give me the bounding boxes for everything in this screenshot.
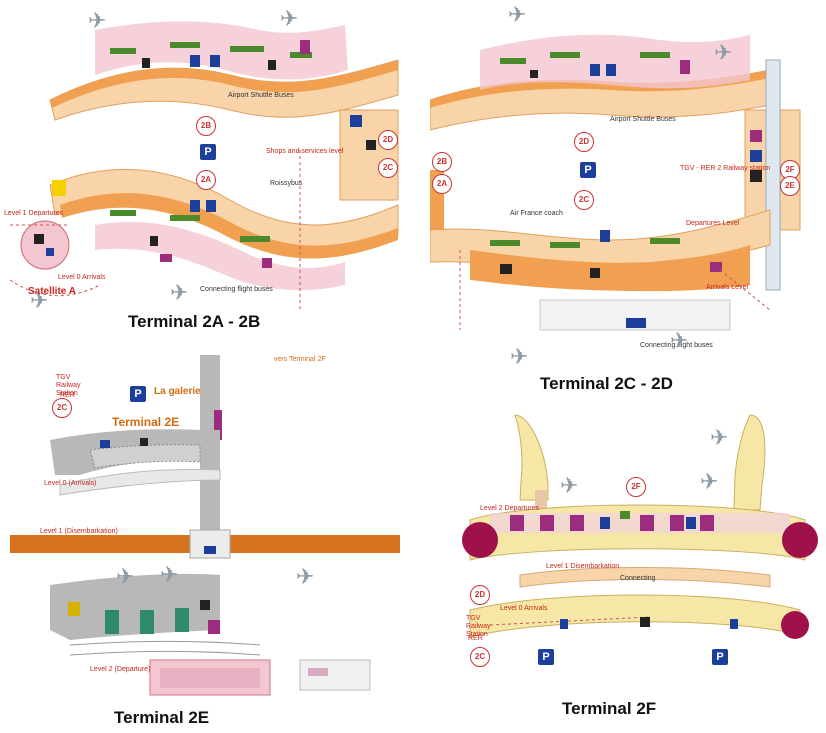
terminal-2f-map — [462, 414, 818, 639]
level2-departure-label: Level 2 (Departure) — [90, 666, 151, 673]
airplane-icon: ✈ — [510, 344, 529, 369]
airplane-icon: ✈ — [560, 473, 579, 498]
airplane-icon: ✈ — [116, 564, 135, 589]
level1-disembarkation-label: Level 1 Disembarkation — [546, 563, 620, 570]
terminal-2c-marker: 2C — [52, 398, 72, 418]
terminal-2a-2b-panel: 2B 2A 2C 2D P Level 1 Departures Level 0… — [0, 0, 400, 340]
af-coach-label: Air France coach — [510, 210, 563, 217]
terminal-2c-marker: 2C — [378, 158, 398, 178]
terminal-2a-marker: 2A — [196, 170, 216, 190]
terminal-2c-marker: 2C — [574, 190, 594, 210]
roissybus-label: Roissybus — [270, 180, 303, 187]
parking-sign: P — [580, 162, 596, 178]
level0-arrivals-label: Level 0 (Arrivals) — [44, 480, 97, 487]
terminal-2e-caption: Terminal 2E — [114, 708, 210, 727]
galerie-label: La galerie — [154, 386, 201, 397]
parking-sign: P — [130, 386, 146, 402]
tgv-station-label: TGV Railway Station — [466, 615, 491, 638]
vers-terminal-2f-label: vers Terminal 2F — [274, 356, 326, 363]
airplane-icon: ✈ — [160, 562, 179, 587]
connecting-buses-label: Connecting flight buses — [640, 342, 713, 349]
parking-sign: P — [200, 144, 216, 160]
terminal-2d-marker: 2D — [470, 585, 490, 605]
level1-departures-label: Level 1 Departures — [4, 210, 64, 217]
terminal-2a-2b-map — [9, 21, 399, 310]
terminal-2d-marker: 2D — [574, 132, 594, 152]
airplane-icon: ✈ — [88, 8, 107, 33]
airplane-icon: ✈ — [30, 288, 49, 313]
terminal-2c-marker: 2C — [470, 647, 490, 667]
terminal-2c-2d-caption: Terminal 2C - 2D — [540, 374, 673, 393]
satellite-a-label: Satellite A — [28, 286, 76, 297]
rer-label: RER — [60, 392, 75, 399]
terminal-2f-panel: 2F 2D 2C Level 2 Departures Level 1 Dise… — [450, 405, 826, 733]
level1-disembarkation-label: Level 1 (Disembarkation) — [40, 528, 118, 535]
terminal-2e-panel: TGV Railway Station RER 2C La galerie ve… — [0, 350, 400, 733]
terminal-2e-map — [10, 355, 400, 696]
airplane-icon: ✈ — [700, 469, 719, 494]
connecting-label: Connecting — [620, 575, 656, 582]
terminal-2c-2d-panel: 2D 2C 2B 2A 2F 2E P TGV - RER 2 Railway … — [430, 0, 826, 395]
connecting-buses-label: Connecting flight buses — [200, 286, 273, 293]
airplane-icon: ✈ — [508, 2, 527, 27]
airplane-icon: ✈ — [170, 280, 189, 305]
departures-level-label: Departures Level — [686, 220, 740, 227]
airplane-icon: ✈ — [296, 564, 315, 589]
terminal-2a-marker: 2A — [432, 174, 452, 194]
airplane-icon: ✈ — [670, 328, 689, 353]
terminal-2f-caption: Terminal 2F — [562, 699, 657, 718]
level0-arrivals-label: Level 0 Arrivals — [58, 274, 106, 281]
airplane-icon: ✈ — [714, 40, 733, 65]
terminal-2f-marker: 2F — [626, 477, 646, 497]
terminal-2e-title: Terminal 2E — [112, 415, 180, 429]
shops-level-label: Shops and services level — [266, 148, 344, 155]
terminal-2b-marker: 2B — [432, 152, 452, 172]
parking-sign: P — [538, 649, 554, 665]
shuttle-buses-label: Airport Shuttle Buses — [228, 92, 294, 99]
terminal-2e-marker: 2E — [780, 176, 800, 196]
terminal-2a-2b-caption: Terminal 2A - 2B — [128, 312, 261, 331]
airplane-icon: ✈ — [710, 425, 729, 450]
rer-label: RER — [468, 635, 483, 642]
level0-arrivals-label: Level 0 Arrivals — [500, 605, 548, 612]
terminal-2d-marker: 2D — [378, 130, 398, 150]
terminal-2c-2d-map — [430, 34, 801, 331]
level2-departures-label: Level 2 Departures — [480, 505, 540, 512]
parking-sign: P — [712, 649, 728, 665]
tgv-station-label: TGV - RER 2 Railway station — [680, 165, 771, 172]
tgv-station-label: TGV Railway Station — [56, 374, 81, 397]
arrivals-level-label: Arrivals Level — [706, 284, 749, 291]
airplane-icon: ✈ — [280, 6, 299, 31]
shuttle-buses-label: Airport Shuttle Buses — [610, 116, 676, 123]
terminal-2b-marker: 2B — [196, 116, 216, 136]
